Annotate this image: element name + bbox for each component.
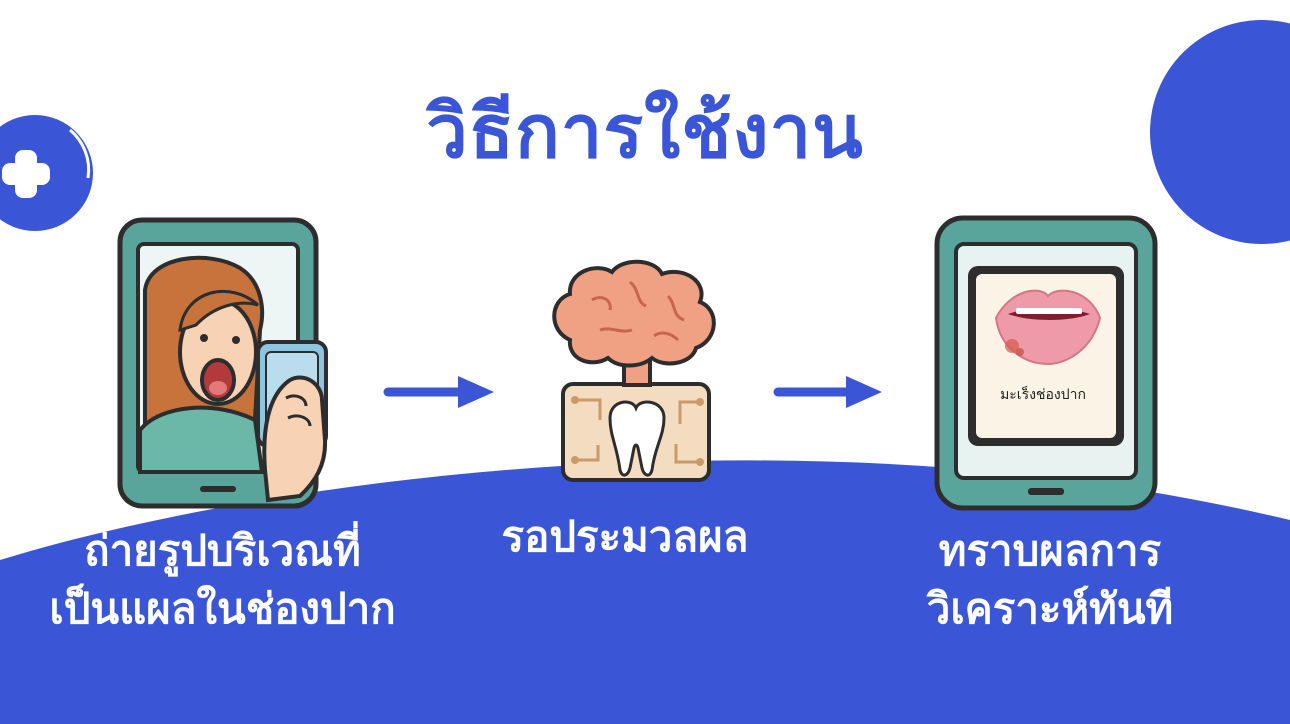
step-1-line-1: ถ่ายรูปบริเวณที่	[84, 526, 361, 575]
step-2-label: รอประมวลผล	[455, 508, 795, 566]
step-1-label: ถ่ายรูปบริเวณที่ เป็นแผลในช่องปาก	[0, 522, 445, 638]
phone-selfie-icon	[117, 217, 328, 509]
ai-brain-tooth-icon	[552, 259, 716, 482]
step-3-label: ทราบผลการ วิเคราะห์ทันที	[880, 522, 1220, 638]
step-2-line-1: รอประมวลผล	[501, 512, 749, 561]
arrow-icon	[773, 376, 882, 408]
blue-wave-shape	[0, 460, 1290, 724]
result-diagnosis-label: มะเร็งช่องปาก	[1000, 387, 1086, 403]
page-title: วิธีการใช้งาน	[426, 89, 864, 175]
step-1-line-2: เป็นแผลในช่องปาก	[49, 584, 396, 633]
step-3-line-2: วิเคราะห์ทันที	[926, 584, 1174, 633]
plus-badge-icon	[0, 115, 93, 231]
step-3-line-1: ทราบผลการ	[938, 526, 1162, 575]
decor-circle	[1150, 20, 1290, 244]
tablet-result-icon	[934, 215, 1158, 511]
arrow-icon	[383, 376, 494, 408]
